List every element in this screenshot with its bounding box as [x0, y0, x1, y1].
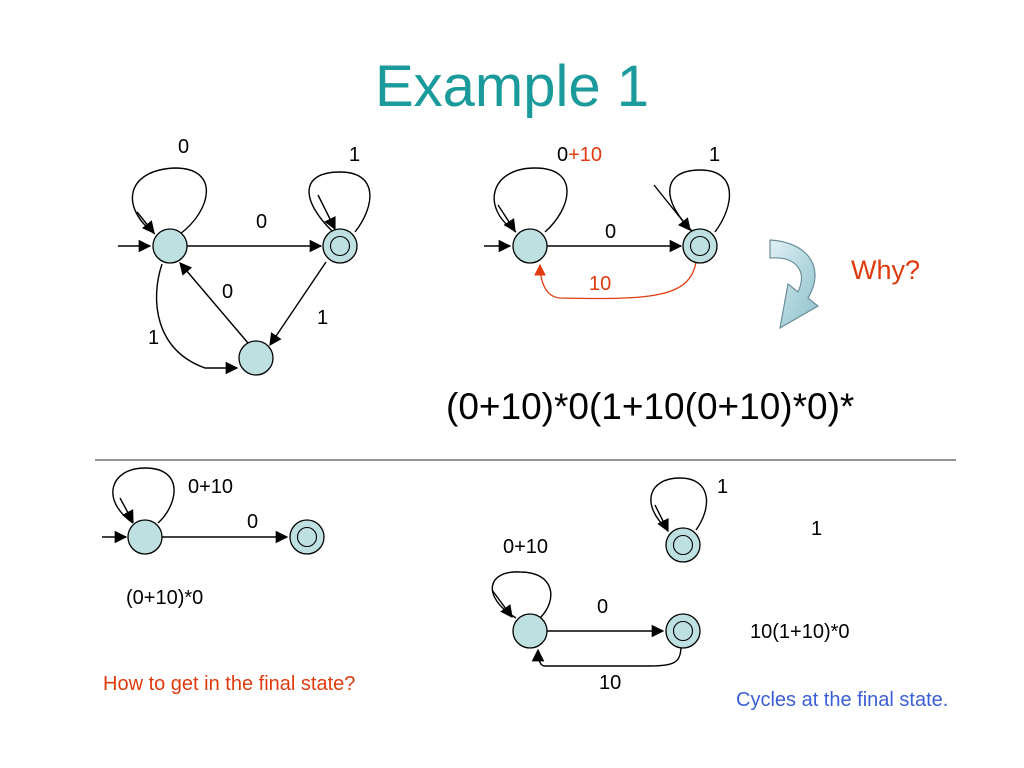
state-final-inner: [689, 235, 711, 257]
bottom-right-final-loop: [650, 477, 708, 563]
state-final: [665, 527, 701, 563]
tl-loop-start-label: 0: [178, 136, 190, 158]
tr-loop-start-prefix: 0: [557, 144, 569, 166]
edge-start-third: [155, 263, 239, 375]
edge-final-third: [269, 261, 327, 347]
loop-start: [491, 571, 552, 619]
tl-edge-final-third-label: 1: [317, 307, 329, 329]
tr-edge-final-start-label: 10: [589, 273, 612, 295]
state-start: [512, 613, 548, 649]
state-start: [152, 228, 188, 264]
bottom-left-automaton: [102, 467, 325, 555]
state-final: [289, 519, 325, 555]
state-final-inner: [296, 526, 318, 548]
tr-loop-start-suffix: +10: [568, 144, 603, 166]
br-edge-label-1: 1: [811, 518, 823, 540]
loop-final: [650, 477, 708, 531]
loop-start: [131, 167, 208, 235]
tr-loop-start-label: 0+10: [557, 145, 602, 165]
loop-final-arrowhead: [653, 184, 691, 231]
state-start: [127, 519, 163, 555]
tl-edge-start-third-label: 1: [148, 327, 160, 349]
state-final: [665, 613, 701, 649]
loop-final: [669, 169, 731, 233]
loop-start-arrowhead: [119, 497, 134, 524]
bl-question: How to get in the final state?: [103, 673, 356, 695]
edge-third-start: [179, 262, 249, 344]
top-right-automaton: [484, 167, 731, 300]
loop-start: [493, 167, 568, 233]
why-label: Why?: [851, 255, 921, 285]
state-final-inner: [672, 620, 694, 642]
state-start: [512, 228, 548, 264]
br-note: Cycles at the final state.: [736, 689, 949, 711]
br-result-expression: 10(1+10)*0: [750, 621, 850, 643]
tr-edge-start-final-label: 0: [605, 221, 617, 243]
loop-final-arrowhead: [317, 194, 336, 231]
tl-loop-final-label: 1: [349, 144, 361, 166]
tr-loop-final-label: 1: [709, 144, 721, 166]
state-final-inner: [672, 534, 694, 556]
transform-arrow-icon: [769, 239, 820, 330]
state-final: [682, 228, 718, 264]
top-left-automaton: [118, 167, 371, 376]
loop-start-arrowhead: [136, 211, 155, 234]
tl-edge-start-final-label: 0: [256, 211, 268, 233]
state-third: [238, 340, 274, 376]
bl-result-expression: (0+10)*0: [126, 587, 204, 609]
edge-final-start: [534, 261, 697, 300]
slide-title: Example 1: [374, 54, 650, 119]
bl-loop-start-label: 0+10: [188, 476, 234, 498]
state-final: [322, 228, 358, 264]
loop-final: [308, 171, 371, 233]
br-edge-start-final-label: 0: [597, 596, 609, 618]
bl-edge-start-final-label: 0: [247, 511, 259, 533]
br-loop-start-label: 0+10: [503, 536, 549, 558]
br-loop-final-label: 1: [717, 476, 729, 498]
loop-start: [112, 467, 175, 524]
br-edge-final-start-label: 10: [599, 672, 622, 694]
loop-start-arrowhead: [491, 589, 513, 619]
regular-expression: (0+10)*0(1+10(0+10)*0)*: [446, 386, 855, 427]
bottom-right-automaton: [491, 571, 701, 667]
loop-final-arrowhead: [654, 504, 669, 533]
loop-start-arrowhead: [497, 204, 516, 233]
edge-final-start: [531, 647, 682, 667]
state-final-inner: [329, 235, 351, 257]
tl-edge-third-start-label: 0: [222, 281, 234, 303]
